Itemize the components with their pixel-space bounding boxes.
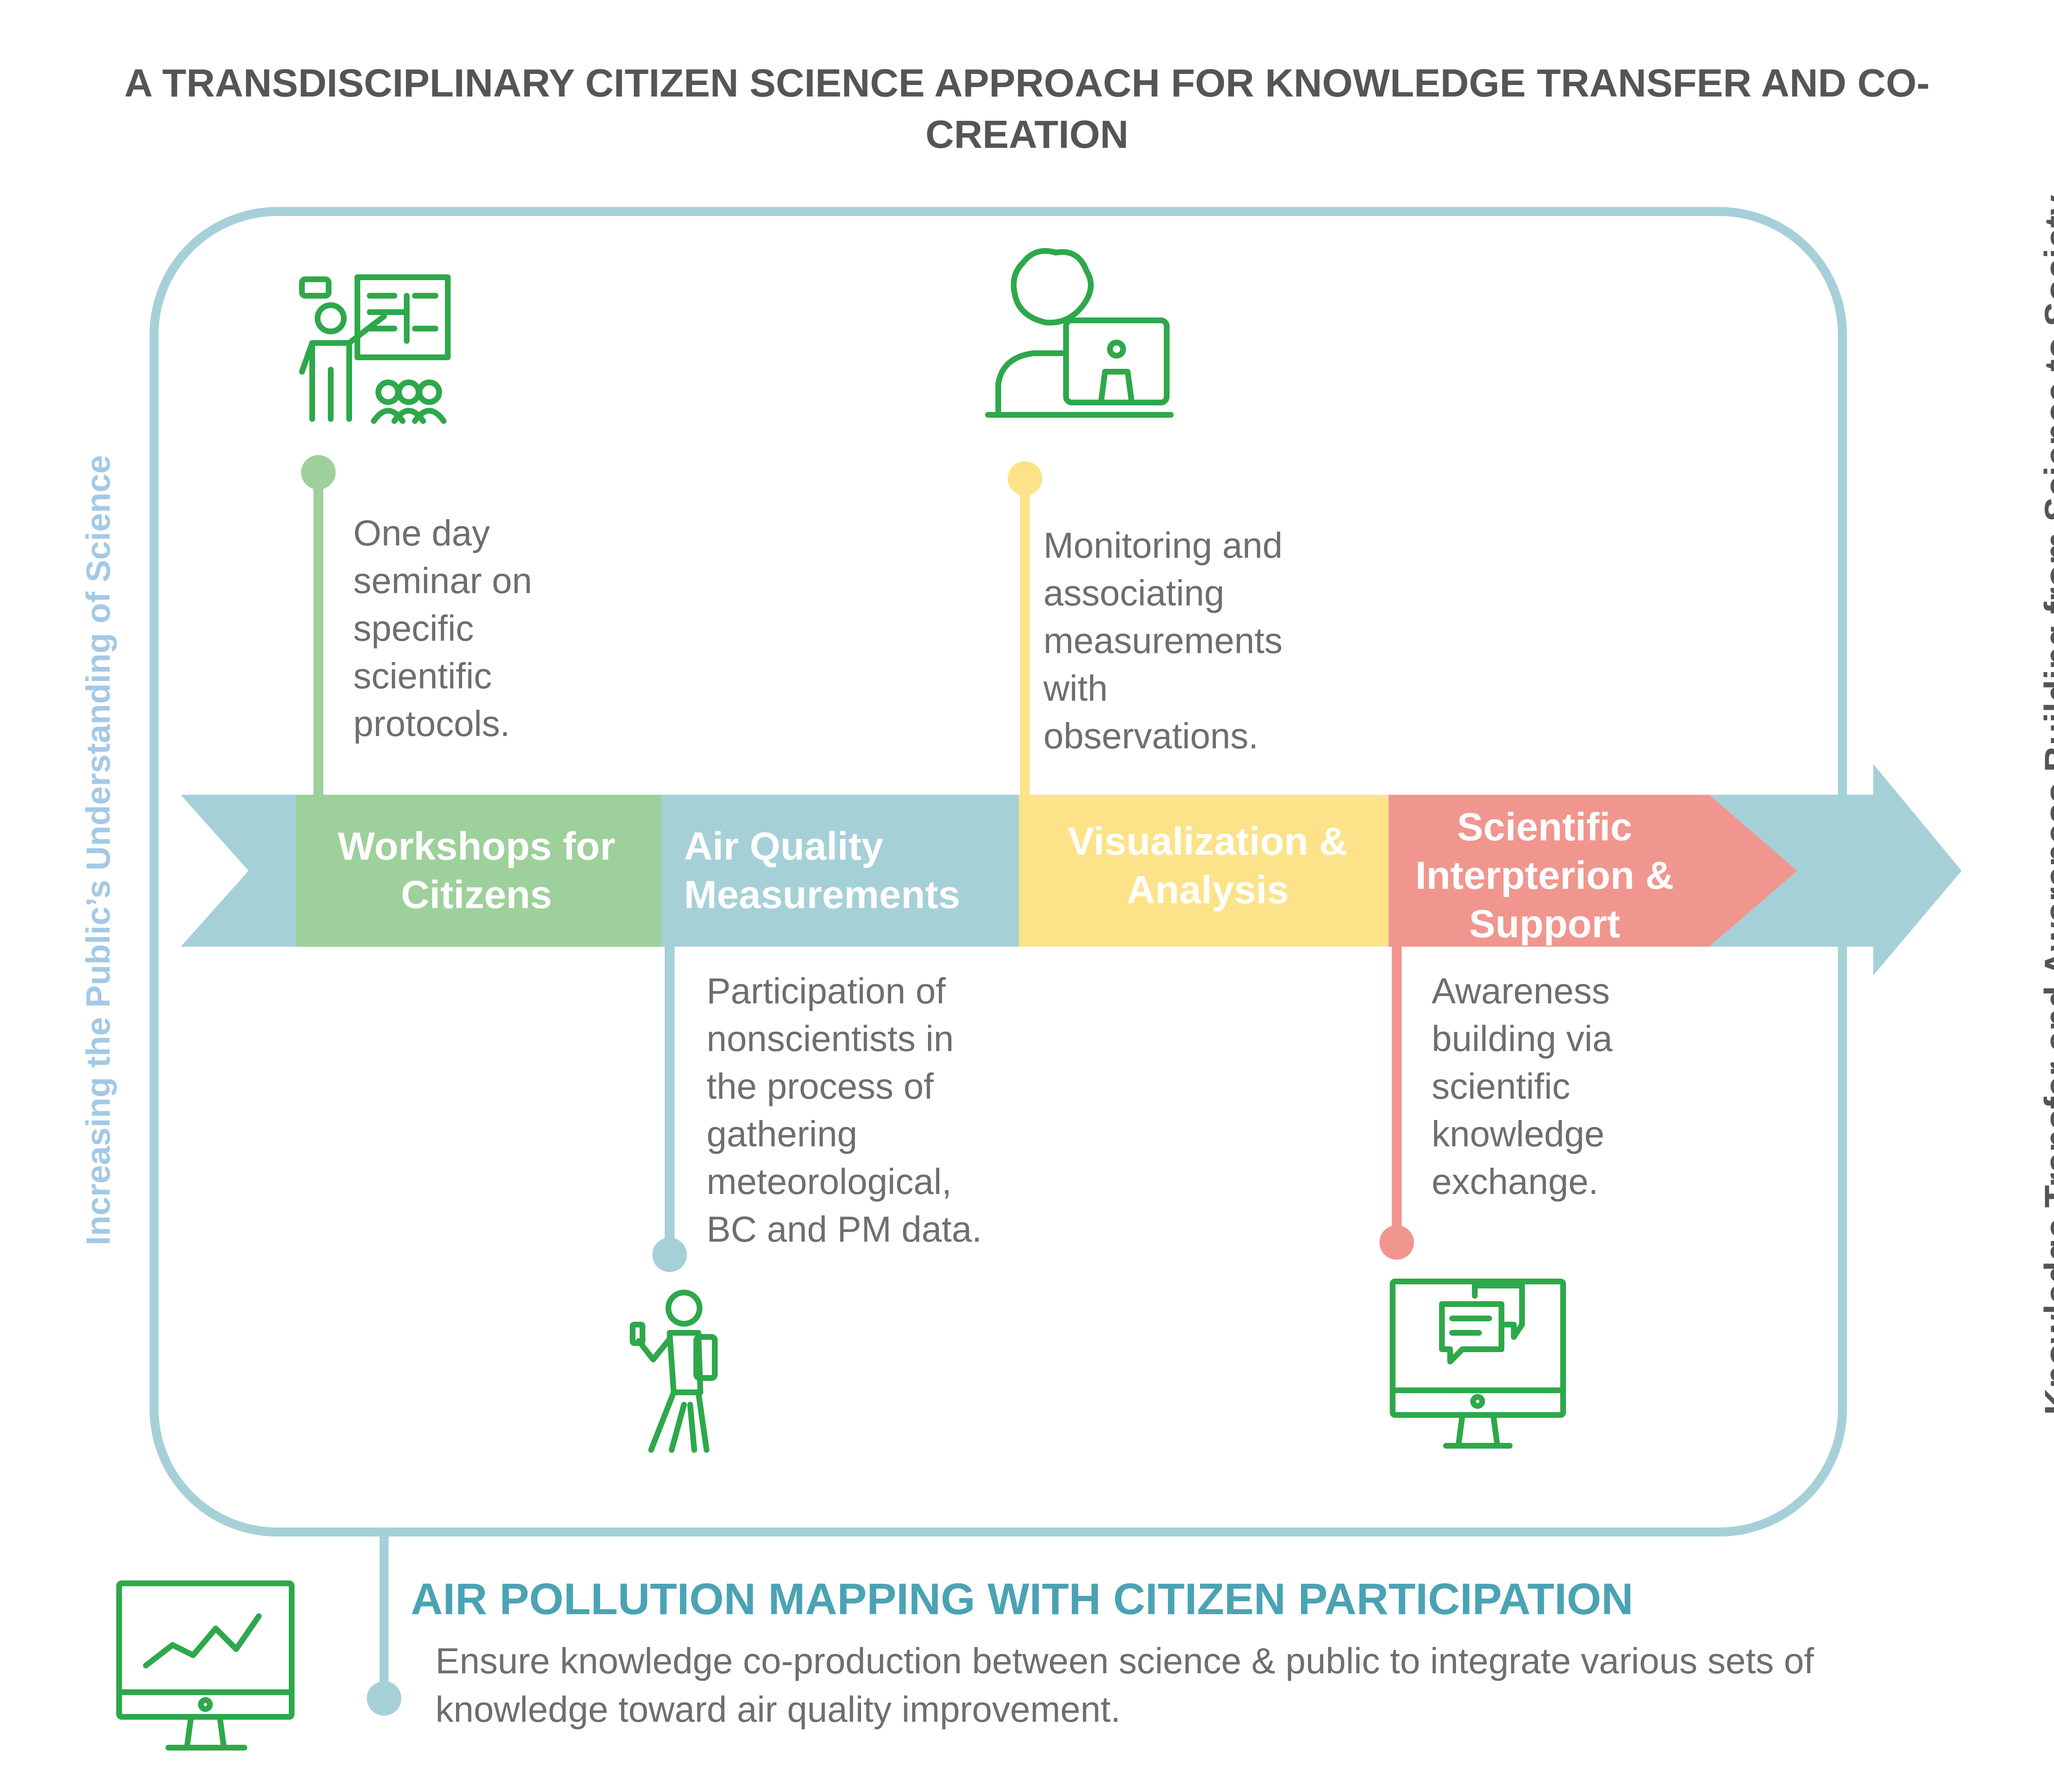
pin-workshops xyxy=(301,455,336,795)
stage-label-measurements: Air Quality Measurements xyxy=(684,824,960,917)
pin-interpretation xyxy=(1379,947,1414,1260)
pin-visualization xyxy=(1008,461,1042,795)
stage-description-workshops: One day seminar on specific scientific p… xyxy=(353,513,532,744)
right-axis-label: Knowledge Transfer and Awareness Buildin… xyxy=(2038,195,2054,1415)
pin-bottom xyxy=(367,1536,401,1716)
timeline-arrow xyxy=(181,764,1962,975)
pin-measurements xyxy=(652,947,687,1272)
stage-label-visualization: Visualization & Analysis xyxy=(1068,819,1348,912)
stage-block-interpretation xyxy=(1389,795,1797,947)
page-title: A TRANSDISCIPLINARY CITIZEN SCIENCE APPR… xyxy=(124,61,1930,156)
stage-description-visualization: Monitoring and associating measurements … xyxy=(1043,525,1283,756)
bottom-title: AIR POLLUTION MAPPING WITH CITIZEN PARTI… xyxy=(411,1574,1633,1624)
monitor-line-chart-icon xyxy=(116,1580,295,1751)
person-at-computer-icon xyxy=(985,248,1174,418)
bottom-description: Ensure knowledge co-production between s… xyxy=(435,1640,1814,1730)
presenter-board-audience-icon xyxy=(299,274,451,424)
walking-person-backpack-phone-icon xyxy=(630,1290,718,1453)
stage-block-visualization xyxy=(1019,795,1389,947)
stage-block-workshops xyxy=(296,795,661,947)
stage-description-measurements: Participation of nonscientists in the pr… xyxy=(707,971,982,1249)
stage-block-measurements xyxy=(661,795,1019,947)
stage-description-interpretation: Awareness building via scientific knowle… xyxy=(1432,971,1613,1202)
stage-label-workshops: Workshops for Citizens xyxy=(338,824,615,917)
monitor-chat-bubbles-icon xyxy=(1390,1279,1566,1449)
left-axis-label: Increasing the Public’s Understanding of… xyxy=(80,455,117,1246)
stage-label-interpretation: Scientific Interpterion & Support xyxy=(1415,805,1674,946)
